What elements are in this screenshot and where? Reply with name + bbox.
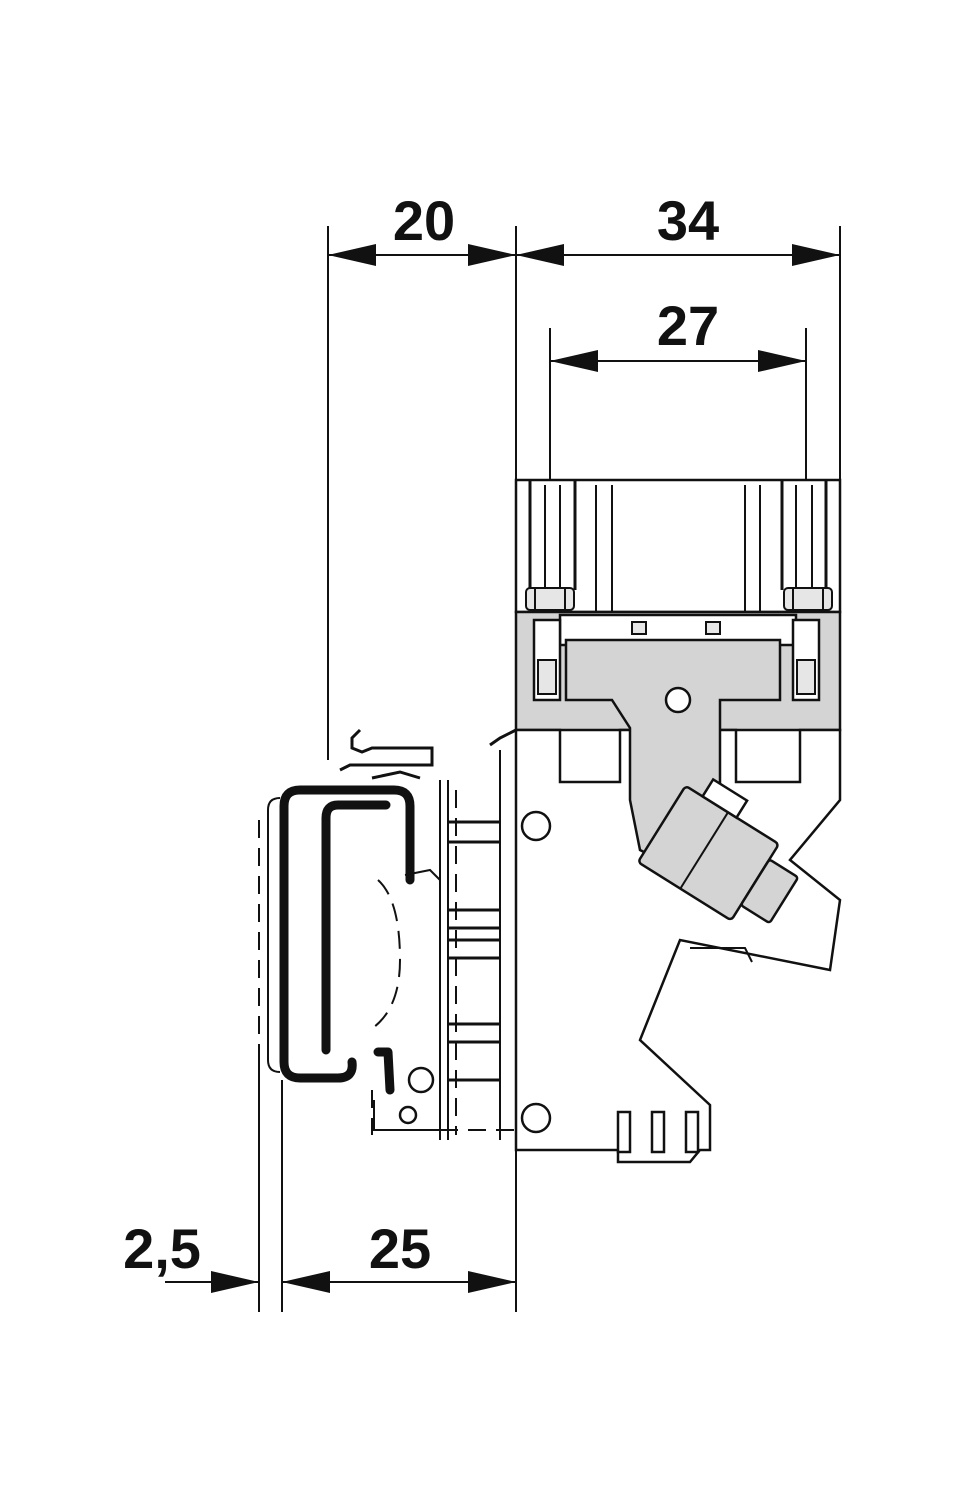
dimension-2-5: 2,5	[123, 1217, 259, 1293]
mounting-clips	[339, 728, 552, 1140]
din-rail	[258, 785, 441, 1095]
module-head	[514, 478, 842, 614]
extension-lines	[258, 226, 841, 1312]
module-body	[514, 638, 842, 1164]
dimension-34: 34	[516, 189, 840, 266]
dimension-label-25: 25	[369, 1217, 431, 1280]
dimension-label-27: 27	[657, 294, 719, 357]
dimension-label-20: 20	[393, 189, 455, 252]
dimension-25: 25	[282, 1217, 516, 1293]
dimension-27: 27	[550, 294, 806, 372]
dimension-label-2-5: 2,5	[123, 1217, 201, 1280]
dimension-20: 20	[328, 189, 516, 266]
dimension-label-34: 34	[657, 189, 719, 252]
